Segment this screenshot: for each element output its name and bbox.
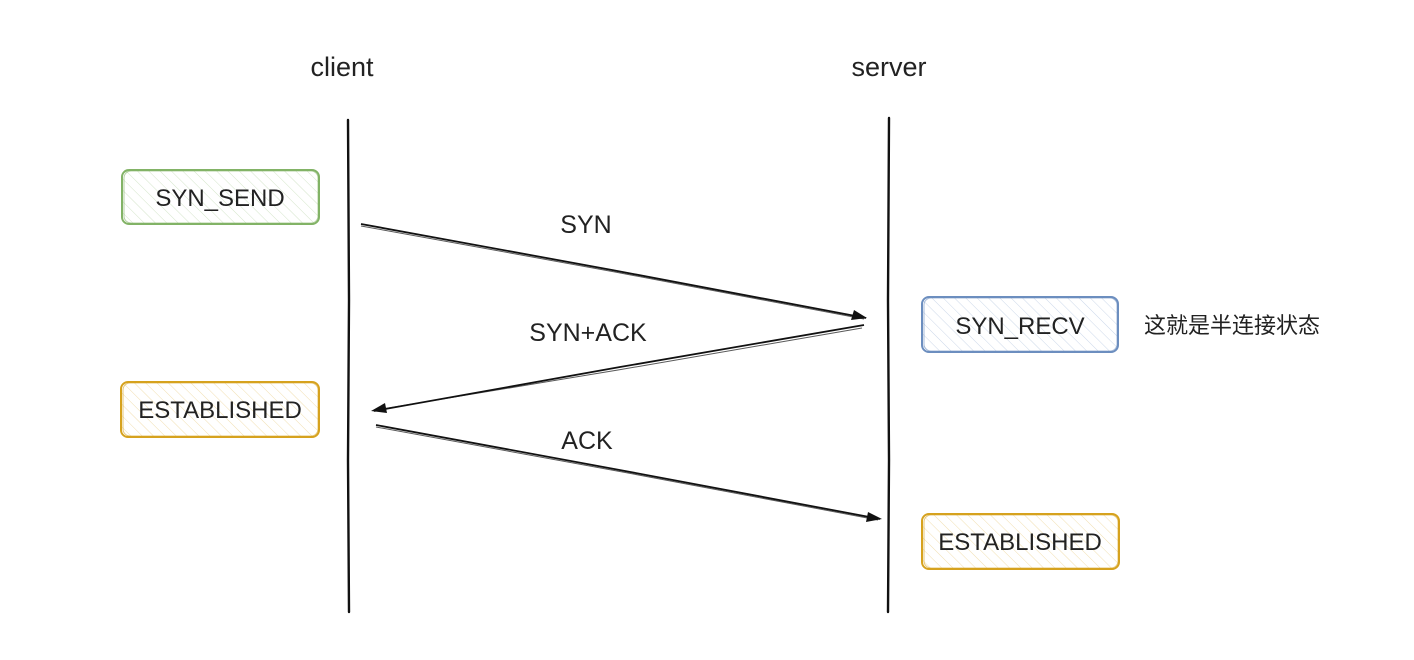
ack-label: ACK xyxy=(561,427,613,455)
client-lifeline xyxy=(346,118,351,614)
server-label: server xyxy=(851,52,926,82)
syn-label: SYN xyxy=(560,211,611,239)
client-established-label: ESTABLISHED xyxy=(138,397,302,424)
server-syn-recv-label: SYN_RECV xyxy=(955,313,1084,340)
syn-arrow xyxy=(360,223,867,320)
syn-ack-label: SYN+ACK xyxy=(529,319,647,347)
client-syn-send-state: SYN_SEND xyxy=(121,169,320,225)
server-syn-recv-state: SYN_RECV xyxy=(921,296,1119,353)
ack-arrow xyxy=(375,424,882,522)
half-open-annotation: 这就是半连接状态 xyxy=(1144,313,1320,338)
client-label: client xyxy=(310,52,374,82)
client-established-state: ESTABLISHED xyxy=(120,381,320,438)
server-established-label: ESTABLISHED xyxy=(938,529,1102,556)
client-syn-send-label: SYN_SEND xyxy=(155,185,284,212)
server-lifeline xyxy=(886,116,891,614)
syn-ack-arrow xyxy=(371,324,865,413)
server-established-state: ESTABLISHED xyxy=(921,513,1120,570)
